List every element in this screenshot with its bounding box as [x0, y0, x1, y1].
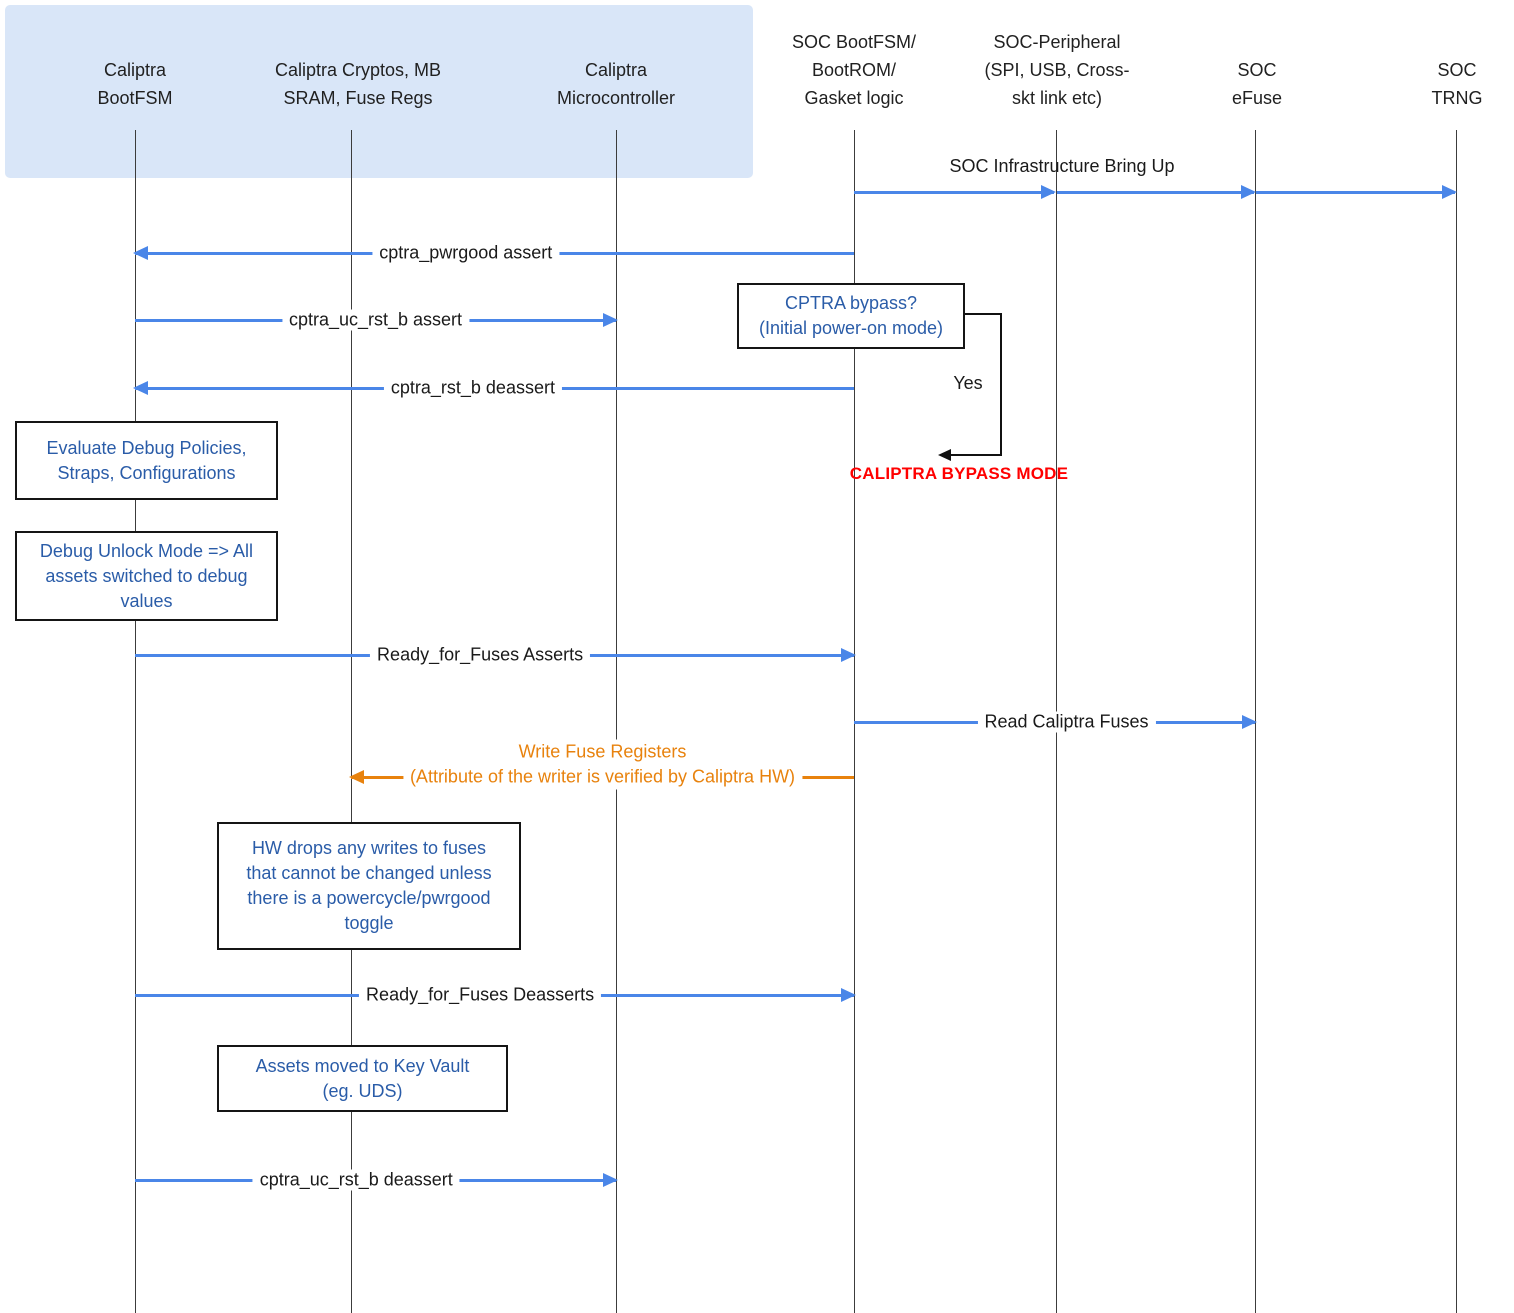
message-label: cptra_uc_rst_b assert [281, 309, 470, 331]
arrowhead-right-icon [1241, 184, 1256, 199]
arrowhead-left-icon [133, 380, 148, 395]
message-label: Ready_for_Fuses Asserts [370, 644, 591, 666]
message-label: cptra_uc_rst_b deassert [252, 1169, 460, 1191]
arrowhead-left-black-icon [938, 449, 951, 461]
column-header-caliptra-microcontroller: Caliptra Microcontroller [556, 60, 676, 108]
decision-branch-label-yes: Yes [953, 373, 983, 393]
column-header-caliptra-bootfsm: Caliptra BootFSM [97, 60, 173, 108]
message-label-soc-infrastructure-bring-up: SOC Infrastructure Bring Up [949, 156, 1175, 176]
arrowhead-right-icon [841, 647, 856, 662]
decision-box-cptra-bypass: CPTRA bypass? (Initial power-on mode) [737, 283, 965, 349]
message-label: cptra_rst_b deassert [383, 377, 562, 399]
message-label: Write Fuse Registers (Attribute of the w… [402, 739, 803, 790]
note-debug-unlock-mode: Debug Unlock Mode => All assets switched… [15, 531, 278, 621]
lifeline-caliptra-bootfsm [135, 130, 136, 1313]
column-header-soc-trng: SOC TRNG [1431, 60, 1483, 108]
column-header-caliptra-cryptos: Caliptra Cryptos, MB SRAM, Fuse Regs [274, 60, 442, 108]
arrowhead-right-icon [603, 1172, 618, 1187]
message-label: Read Caliptra Fuses [977, 711, 1156, 733]
arrowhead-right-icon [841, 987, 856, 1002]
column-header-soc-bootfsm: SOC BootFSM/ BootROM/ Gasket logic [791, 32, 917, 108]
message-label: cptra_pwrgood assert [372, 242, 560, 264]
arrowhead-right-icon [603, 312, 618, 327]
arrow-line [854, 190, 1054, 194]
arrowhead-right-icon [1442, 184, 1457, 199]
message-label: Ready_for_Fuses Deasserts [359, 984, 602, 1006]
elbow-connector-horizontal-top [965, 313, 1002, 315]
elbow-connector-horizontal-bottom [950, 454, 1002, 456]
arrowhead-right-icon [1041, 184, 1056, 199]
arrow-line [1057, 190, 1254, 194]
column-header-soc-efuse: SOC eFuse [1231, 60, 1283, 108]
lifeline-soc-trng [1456, 130, 1457, 1313]
column-header-soc-peripheral: SOC-Peripheral (SPI, USB, Cross- skt lin… [984, 32, 1130, 108]
note-assets-moved-to-key-vault: Assets moved to Key Vault (eg. UDS) [217, 1045, 508, 1112]
elbow-connector-vertical [1000, 313, 1002, 456]
note-evaluate-debug-policies: Evaluate Debug Policies, Straps, Configu… [15, 421, 278, 500]
caliptra-header-banner [5, 5, 753, 178]
caliptra-bypass-mode-label: CALIPTRA BYPASS MODE [849, 464, 1069, 483]
arrow-line [1256, 190, 1455, 194]
arrowhead-left-icon [133, 245, 148, 260]
note-hw-drops-fuse-writes: HW drops any writes to fuses that cannot… [217, 822, 521, 950]
lifeline-caliptra-cryptos [351, 130, 352, 1313]
arrowhead-left-icon [349, 769, 364, 784]
arrowhead-right-icon [1242, 714, 1257, 729]
lifeline-caliptra-microcontroller [616, 130, 617, 1313]
